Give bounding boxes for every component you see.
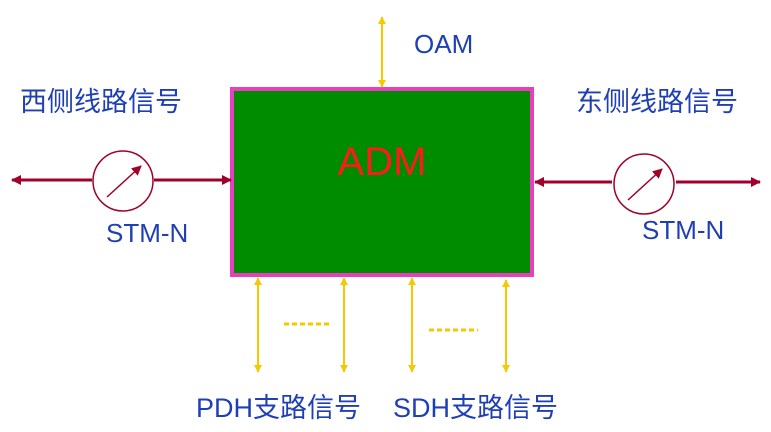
tributary-arrows — [254, 277, 510, 373]
west-line-label: 西侧线路信号 — [20, 87, 182, 117]
east-meter-icon — [613, 153, 675, 215]
east-line-label: 东侧线路信号 — [576, 87, 738, 117]
adm-block — [230, 87, 534, 277]
pdh-tributary-label: PDH支路信号 — [196, 393, 362, 423]
west-stm-label: STM-N — [106, 218, 189, 248]
oam-label: OAM — [414, 29, 474, 59]
west-meter-icon — [92, 150, 154, 212]
east-stm-label: STM-N — [642, 215, 725, 245]
east-line-signal — [534, 153, 761, 215]
west-line-signal — [11, 150, 232, 212]
sdh-tributary-label: SDH支路信号 — [393, 393, 559, 423]
adm-label: ADM — [337, 140, 427, 184]
